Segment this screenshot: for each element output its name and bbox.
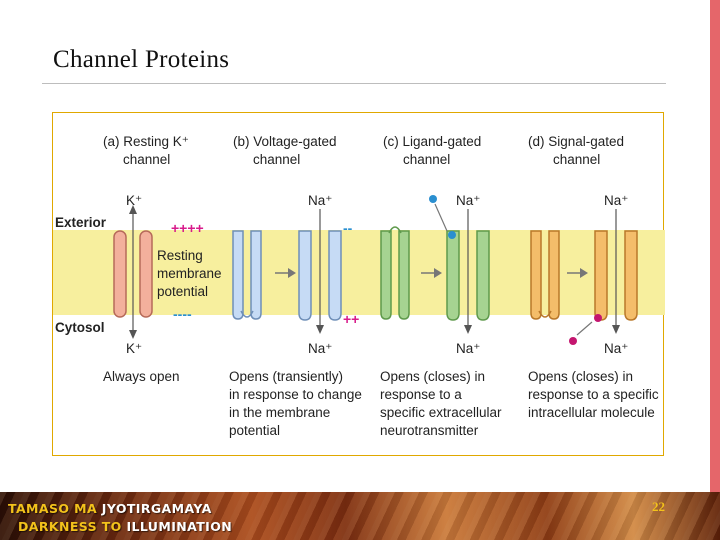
page-number: 22 [652, 499, 665, 514]
arrow-c-head [434, 268, 442, 278]
panel-b-heading-2: channel [253, 152, 300, 167]
panel-b-heading: (b) Voltage-gated [233, 134, 337, 149]
footer-line-1-highlight: TAMASO MA [8, 501, 98, 516]
panel-c-caption-2: response to a [380, 387, 462, 402]
plus-signs-top: ++++ [171, 220, 204, 236]
voltage-gate-closed [240, 310, 254, 318]
ligand-bound [448, 231, 456, 239]
resting-label-1: Resting [157, 248, 203, 263]
panel-c-heading-2: channel [403, 152, 450, 167]
signal-channel-closed [530, 230, 560, 320]
panel-a-caption: Always open [103, 369, 180, 384]
panel-c-ion-bottom: Na⁺ [456, 341, 480, 356]
na-arrow-b [316, 325, 324, 334]
label-cytosol: Cytosol [55, 320, 105, 335]
panel-b-caption-1: Opens (transiently) [229, 369, 343, 384]
panel-a-heading-2: channel [123, 152, 170, 167]
panel-d-ion-bottom: Na⁺ [604, 341, 628, 356]
signal-gate-closed [538, 310, 552, 318]
minus-signs-top: -- [343, 220, 353, 236]
panel-d-heading-2: channel [553, 152, 600, 167]
ligand-channel-closed [380, 230, 410, 320]
voltage-channel-open [298, 230, 342, 321]
plus-signs-bottom: ++ [343, 311, 359, 327]
panel-d-caption-2: response to a specific [528, 387, 659, 402]
footer-line-1: TAMASO MA JYOTIRGAMAYA [8, 501, 212, 516]
k-channel-right [139, 230, 153, 318]
panel-c-caption-1: Opens (closes) in [380, 369, 485, 384]
panel-c-ion-top: Na⁺ [456, 193, 480, 208]
channel-proteins-figure: Exterior Cytosol (a) Resting K⁺ channel … [52, 112, 665, 456]
label-exterior: Exterior [55, 215, 107, 230]
slide-title: Channel Proteins [53, 46, 230, 73]
membrane-band [53, 230, 665, 315]
footer-banner: TAMASO MA JYOTIRGAMAYA DARKNESS TO ILLUM… [0, 492, 720, 540]
k-channel-left [113, 230, 127, 318]
ligand-molecule [429, 195, 437, 203]
panel-c-heading: (c) Ligand-gated [383, 134, 481, 149]
arrow-b-head [288, 268, 296, 278]
na-arrow-c [464, 325, 472, 334]
panel-b-ion-top: Na⁺ [308, 193, 332, 208]
panel-c-caption-3: specific extracellular [380, 405, 502, 420]
panel-d-caption-1: Opens (closes) in [528, 369, 633, 384]
resting-label-2: membrane [157, 266, 222, 281]
title-divider [42, 83, 666, 84]
signal-molecule [569, 337, 577, 345]
signal-bound [594, 314, 602, 322]
panel-b-caption-4: potential [229, 423, 280, 438]
footer-line-1-rest: JYOTIRGAMAYA [97, 501, 212, 516]
k-arrow-down [129, 330, 137, 339]
panel-b-caption-2: in response to change [229, 387, 362, 402]
panel-a-heading: (a) Resting K⁺ [103, 134, 189, 149]
panel-b-caption-3: in the membrane [229, 405, 330, 420]
ligand-path [434, 203, 448, 232]
panel-b-ion-bottom: Na⁺ [308, 341, 332, 356]
footer-line-2-rest: ILLUMINATION [121, 519, 233, 534]
resting-label-3: potential [157, 284, 208, 299]
panel-a-ion-top: K⁺ [126, 193, 142, 208]
panel-a-ion-bottom: K⁺ [126, 341, 142, 356]
na-arrow-d [612, 325, 620, 334]
ligand-channel-open [446, 230, 490, 321]
arrow-d-head [580, 268, 588, 278]
signal-path [576, 321, 593, 336]
panel-d-heading: (d) Signal-gated [528, 134, 624, 149]
footer-line-2-highlight: DARKNESS TO [18, 519, 122, 534]
panel-c-caption-4: neurotransmitter [380, 423, 479, 438]
panel-d-ion-top: Na⁺ [604, 193, 628, 208]
footer-line-2: DARKNESS TO ILLUMINATION [18, 519, 232, 534]
panel-d-caption-3: intracellular molecule [528, 405, 655, 420]
ligand-gate-closed [388, 226, 402, 234]
k-arrow-up [129, 205, 137, 214]
accent-bar [710, 0, 720, 492]
minus-signs-bottom: ---- [173, 306, 192, 322]
channel-diagram: Exterior Cytosol (a) Resting K⁺ channel … [53, 134, 665, 438]
